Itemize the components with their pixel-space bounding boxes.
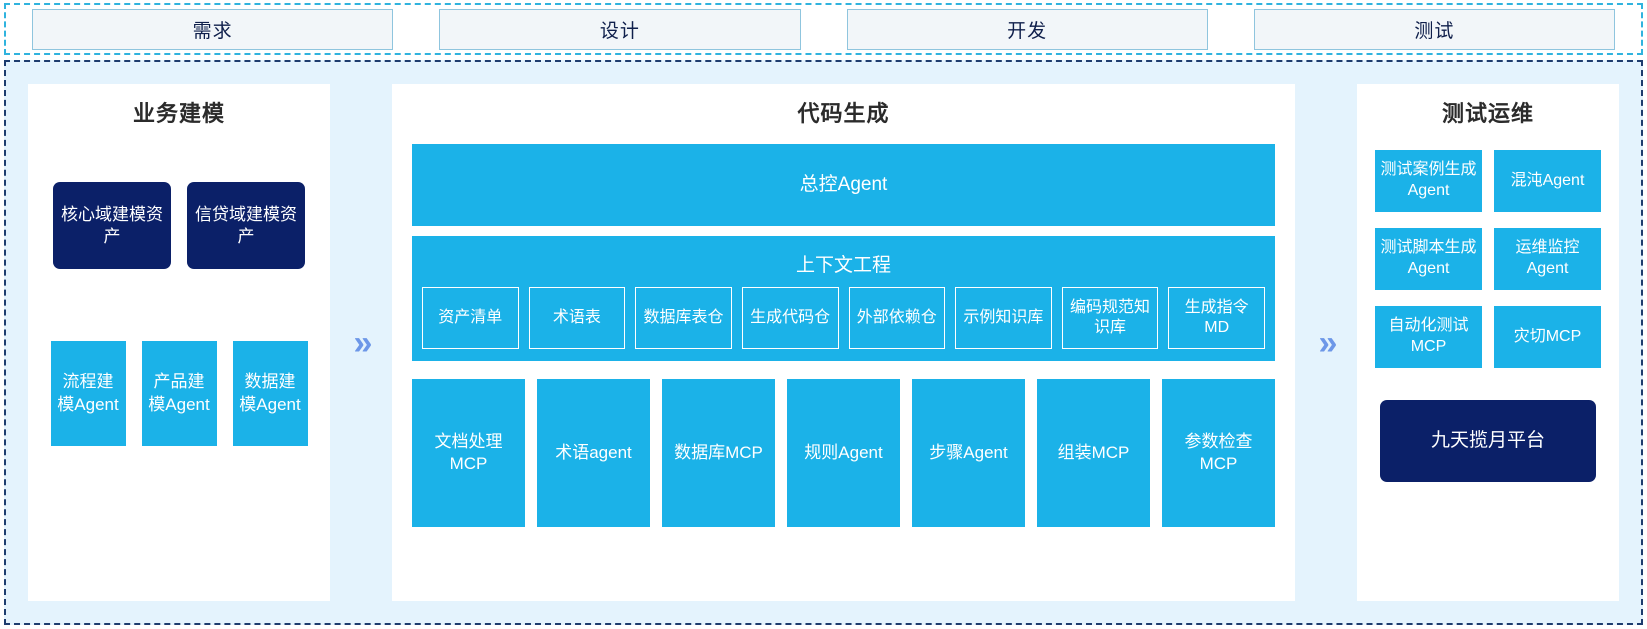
business-assets-group: 核心域建模资产 信贷域建模资产 <box>50 182 308 269</box>
context-item-generated-code-repo[interactable]: 生成代码仓 <box>741 287 839 349</box>
agent-card-test-case-generation[interactable]: 测试案例生成Agent <box>1375 150 1482 212</box>
tool-card-document-processing-mcp[interactable]: 文档处理MCP <box>412 379 525 527</box>
agent-card-label: 运维监控Agent <box>1515 239 1580 277</box>
tool-card-step-agent[interactable]: 步骤Agent <box>912 379 1025 527</box>
context-item-example-knowledge-base[interactable]: 示例知识库 <box>955 287 1052 349</box>
tool-card-label: 文档处理MCP <box>434 431 503 473</box>
phase-label: 需求 <box>192 20 233 42</box>
agent-card-label: 混沌Agent <box>1510 171 1585 189</box>
context-engineering-block: 上下文工程 资产清单 术语表 数据库表仓 生成代码仓 <box>412 236 1275 361</box>
tool-card-label: 参数检查MCP <box>1184 431 1253 473</box>
double-chevron-right-icon: » <box>353 323 373 362</box>
agent-card-ops-monitoring[interactable]: 运维监控Agent <box>1494 228 1601 290</box>
tool-card-glossary-agent[interactable]: 术语agent <box>537 379 650 527</box>
context-item-label: 示例知识库 <box>963 309 1044 326</box>
panel-title-business-modeling: 业务建模 <box>132 101 225 126</box>
agent-card-label: 自动化测试MCP <box>1388 317 1469 355</box>
context-item-glossary[interactable]: 术语表 <box>528 287 626 349</box>
tool-card-database-mcp[interactable]: 数据库MCP <box>662 379 775 527</box>
tool-card-label: 组装MCP <box>1057 442 1130 462</box>
agent-card-chaos[interactable]: 混沌Agent <box>1494 150 1601 212</box>
agent-card-product-modeling[interactable]: 产品建模Agent <box>141 341 217 446</box>
context-item-db-table-repo[interactable]: 数据库表仓 <box>635 287 732 349</box>
agent-card-automated-test-mcp[interactable]: 自动化测试MCP <box>1375 306 1482 368</box>
asset-card-core-domain[interactable]: 核心域建模资产 <box>53 182 171 269</box>
platform-card-jiutian-lanyue[interactable]: 九天揽月平台 <box>1380 400 1596 482</box>
asset-card-credit-domain[interactable]: 信贷域建模资产 <box>187 182 305 269</box>
panel-title-code-generation: 代码生成 <box>797 101 890 126</box>
business-agents-group: 流程建模Agent 产品建模Agent 数据建模Agent <box>50 341 308 446</box>
phase-item-design[interactable]: 设计 <box>439 8 801 50</box>
platform-card-label: 九天揽月平台 <box>1430 429 1545 451</box>
agent-card-label: 测试脚本生成Agent <box>1380 239 1477 277</box>
panel-title-test-operations: 测试运维 <box>1441 101 1534 126</box>
master-control-agent-bar[interactable]: 总控Agent <box>412 144 1275 226</box>
context-item-label: 资产清单 <box>438 309 503 326</box>
flow-arrow-left: » <box>330 84 392 601</box>
context-item-external-dependency-repo[interactable]: 外部依赖仓 <box>848 287 946 349</box>
context-item-asset-inventory[interactable]: 资产清单 <box>422 287 519 349</box>
agent-card-label: 数据建模Agent <box>239 372 301 414</box>
tool-card-assembly-mcp[interactable]: 组装MCP <box>1037 379 1150 527</box>
context-item-generation-instruction-md[interactable]: 生成指令MD <box>1168 287 1265 349</box>
agent-card-label: 流程建模Agent <box>57 372 119 414</box>
panel-test-operations: 测试运维 测试案例生成Agent 混沌Agent 测试脚本生成Agent 运维监… <box>1357 84 1619 601</box>
phase-label: 设计 <box>599 20 640 42</box>
code-generation-tools-row: 文档处理MCP 术语agent 数据库MCP 规则Agent 步骤Agent <box>412 379 1275 527</box>
master-control-agent-label: 总控Agent <box>799 173 888 195</box>
architecture-board: 业务建模 核心域建模资产 信贷域建模资产 流程建模Agent 产品建模Agent… <box>4 60 1643 625</box>
tool-card-label: 术语agent <box>555 442 632 462</box>
context-engineering-title: 上下文工程 <box>795 255 891 276</box>
panel-business-modeling: 业务建模 核心域建模资产 信贷域建模资产 流程建模Agent 产品建模Agent… <box>28 84 330 601</box>
context-item-label: 生成指令MD <box>1184 299 1249 336</box>
agent-card-disaster-switch-mcp[interactable]: 灾切MCP <box>1494 306 1601 368</box>
tool-card-label: 规则Agent <box>804 442 883 462</box>
tool-card-rule-agent[interactable]: 规则Agent <box>787 379 900 527</box>
context-item-label: 编码规范知识库 <box>1070 299 1151 336</box>
agent-card-label: 测试案例生成Agent <box>1380 161 1477 199</box>
phase-strip: 需求 设计 开发 测试 <box>4 3 1643 55</box>
asset-card-label: 信贷域建模资产 <box>195 204 297 246</box>
context-item-label: 数据库表仓 <box>643 309 724 326</box>
test-operations-agents-grid: 测试案例生成Agent 混沌Agent 测试脚本生成Agent 运维监控Agen… <box>1375 150 1601 368</box>
agent-card-data-modeling[interactable]: 数据建模Agent <box>232 341 308 446</box>
context-item-coding-standard-knowledge-base[interactable]: 编码规范知识库 <box>1061 287 1159 349</box>
phase-item-development[interactable]: 开发 <box>846 8 1208 50</box>
asset-card-label: 核心域建模资产 <box>61 204 163 246</box>
agent-card-process-modeling[interactable]: 流程建模Agent <box>50 341 126 446</box>
platform-card-wrapper: 九天揽月平台 <box>1375 400 1601 482</box>
agent-card-label: 灾切MCP <box>1513 327 1582 345</box>
agent-card-test-script-generation[interactable]: 测试脚本生成Agent <box>1375 228 1482 290</box>
context-item-label: 外部依赖仓 <box>856 309 937 326</box>
tool-card-parameter-check-mcp[interactable]: 参数检查MCP <box>1162 379 1275 527</box>
tool-card-label: 步骤Agent <box>929 442 1008 462</box>
flow-arrow-right: » <box>1295 84 1357 601</box>
context-item-label: 术语表 <box>552 309 601 326</box>
phase-label: 开发 <box>1007 20 1048 42</box>
context-item-label: 生成代码仓 <box>750 309 831 326</box>
panel-code-generation: 代码生成 总控Agent 上下文工程 资产清单 术语表 <box>392 84 1295 601</box>
code-generation-content: 总控Agent 上下文工程 资产清单 术语表 数据库表仓 <box>412 144 1275 527</box>
phase-item-requirements[interactable]: 需求 <box>32 8 394 50</box>
phase-label: 测试 <box>1414 20 1455 42</box>
phase-item-testing[interactable]: 测试 <box>1253 8 1615 50</box>
agent-card-label: 产品建模Agent <box>148 372 210 414</box>
double-chevron-right-icon: » <box>1318 323 1338 362</box>
context-engineering-items: 资产清单 术语表 数据库表仓 生成代码仓 外部依赖仓 <box>422 287 1265 349</box>
tool-card-label: 数据库MCP <box>674 442 763 462</box>
